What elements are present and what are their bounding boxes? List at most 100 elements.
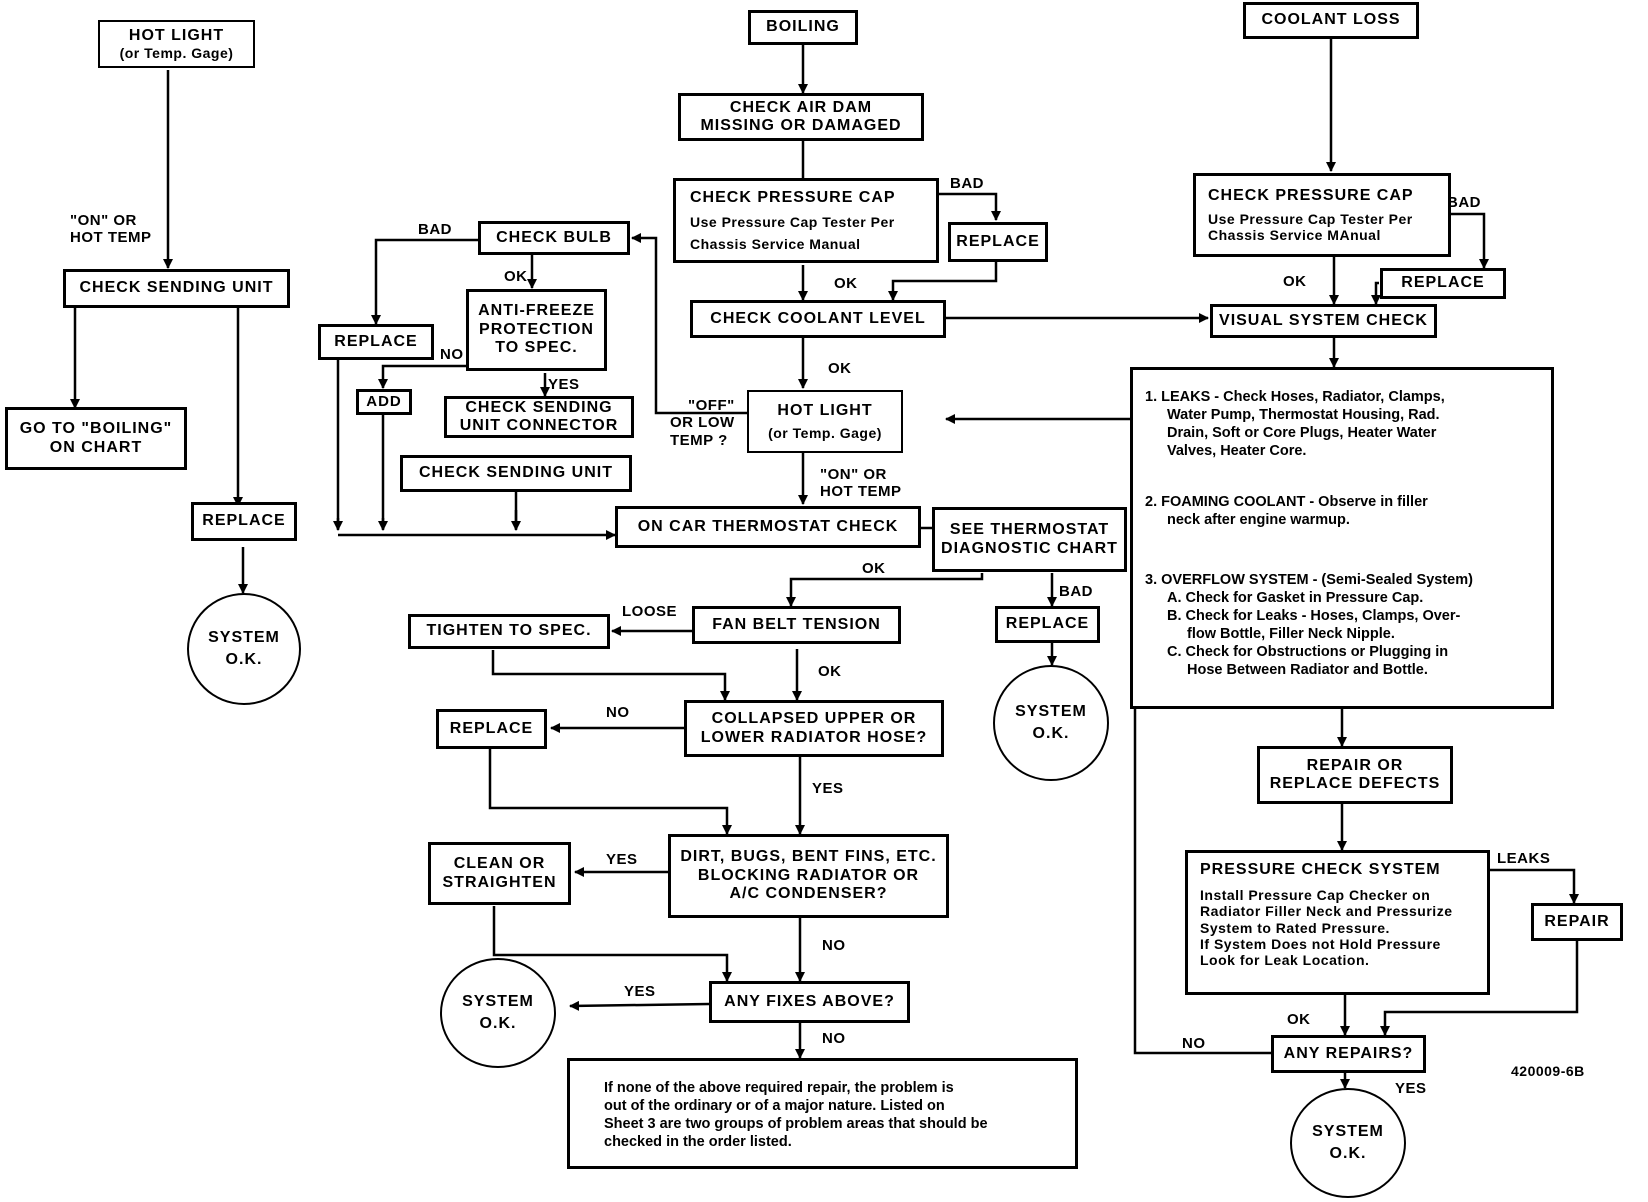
label-on-hot-temp-left-l2: HOT TEMP: [70, 229, 152, 247]
replace-bulb-box[interactable]: REPLACE: [318, 324, 434, 360]
on-car-thermostat-box[interactable]: ON CAR THERMOSTAT CHECK: [615, 506, 921, 548]
list-item3-c1: C. Check for Obstructions or Plugging in: [1167, 644, 1449, 661]
repair-box[interactable]: REPAIR: [1531, 903, 1623, 941]
check-pressure-cap-right-title: CHECK PRESSURE CAP: [1208, 186, 1414, 204]
replace-thermostat-label: REPLACE: [1005, 615, 1090, 633]
check-pressure-cap-right-box[interactable]: CHECK PRESSURE CAP Use Pressure Cap Test…: [1193, 173, 1451, 257]
list-item1-l2: Water Pump, Thermostat Housing, Rad.: [1167, 407, 1440, 424]
go-to-boiling-line1: GO TO "BOILING": [19, 420, 173, 438]
repair-or-replace-defects-box[interactable]: REPAIR OR REPLACE DEFECTS: [1257, 746, 1453, 804]
go-to-boiling-line2: ON CHART: [49, 438, 143, 456]
line-antifreeze-no: [378, 364, 468, 389]
check-sending-unit-mid-box[interactable]: CHECK SENDING UNIT: [400, 455, 632, 492]
dirt-bugs-box[interactable]: DIRT, BUGS, BENT FINS, ETC. BLOCKING RAD…: [668, 834, 949, 918]
label-yes-antifreeze: YES: [548, 376, 580, 393]
visual-system-check-box[interactable]: VISUAL SYSTEM CHECK: [1210, 304, 1437, 338]
system-ok-circle-bottom-left[interactable]: SYSTEM O.K.: [440, 958, 556, 1068]
hot-light-mid-box[interactable]: HOT LIGHT (or Temp. Gage): [747, 390, 903, 453]
check-sending-unit-left-box[interactable]: CHECK SENDING UNIT: [63, 269, 290, 308]
label-yes-fixes: YES: [624, 983, 656, 1000]
hot-light-mid-subtitle: (or Temp. Gage): [768, 425, 882, 442]
antifreeze-box[interactable]: ANTI-FREEZE PROTECTION TO SPEC.: [466, 289, 607, 371]
hot-light-mid-title: HOT LIGHT: [777, 401, 873, 419]
any-fixes-box[interactable]: ANY FIXES ABOVE?: [709, 981, 910, 1023]
label-bad-cap-mid: BAD: [950, 175, 984, 192]
replace-thermostat-box[interactable]: REPLACE: [995, 606, 1100, 643]
line-bulb-bad: [371, 238, 480, 325]
final-note-l2: out of the ordinary or of a major nature…: [604, 1098, 945, 1115]
coolant-loss-label: COOLANT LOSS: [1261, 11, 1401, 29]
check-air-dam-box[interactable]: CHECK AIR DAM MISSING OR DAMAGED: [678, 93, 924, 141]
check-sending-unit-left-label: CHECK SENDING UNIT: [79, 279, 274, 297]
label-on-hot-temp-left-l1: "ON" OR: [70, 212, 137, 229]
system-ok-circle-left[interactable]: SYSTEM O.K.: [187, 593, 301, 705]
label-no-hose: NO: [606, 704, 630, 721]
final-note-box: If none of the above required repair, th…: [567, 1058, 1078, 1169]
system-ok-left-line2: O.K.: [225, 651, 263, 668]
line-repair-to-anyrepairs: [1380, 941, 1579, 1036]
tighten-box[interactable]: TIGHTEN TO SPEC.: [408, 614, 610, 649]
replace-cap-right-box[interactable]: REPLACE: [1380, 268, 1506, 299]
check-pressure-cap-mid-line3: Chassis Service Manual: [690, 235, 861, 252]
visual-system-check-label: VISUAL SYSTEM CHECK: [1219, 311, 1428, 329]
check-sending-unit-connector-box[interactable]: CHECK SENDING UNIT CONNECTOR: [444, 396, 634, 438]
line-tighten-to-hose: [491, 650, 730, 701]
any-repairs-box[interactable]: ANY REPAIRS?: [1271, 1035, 1426, 1073]
dirt-bugs-line2: BLOCKING RADIATOR OR: [697, 866, 920, 884]
hot-light-start-box[interactable]: HOT LIGHT (or Temp. Gage): [98, 20, 255, 68]
list-item3-b2: flow Bottle, Filler Neck Nipple.: [1187, 626, 1395, 643]
label-yes-dirt: YES: [606, 851, 638, 868]
clean-straighten-box[interactable]: CLEAN OR STRAIGHTEN: [428, 842, 571, 905]
list-item3-b1: B. Check for Leaks - Hoses, Clamps, Over…: [1167, 608, 1461, 624]
line-replace-hose-to-dirt: [488, 749, 732, 835]
pressure-check-line5: Look for Leak Location.: [1200, 951, 1370, 968]
label-on-hot-temp-mid: "ON" OR HOT TEMP: [820, 466, 902, 501]
replace-sending-unit-box[interactable]: REPLACE: [191, 502, 297, 541]
label-bad-cap-right: BAD: [1447, 194, 1481, 211]
hot-light-start-title: HOT LIGHT: [128, 26, 225, 44]
collapsed-hose-box[interactable]: COLLAPSED UPPER OR LOWER RADIATOR HOSE?: [684, 700, 944, 757]
pressure-check-title: PRESSURE CHECK SYSTEM: [1200, 861, 1441, 878]
check-bulb-box[interactable]: CHECK BULB: [478, 221, 630, 255]
fan-belt-tension-box[interactable]: FAN BELT TENSION: [692, 606, 901, 644]
add-box[interactable]: ADD: [356, 389, 412, 415]
any-repairs-label: ANY REPAIRS?: [1283, 1044, 1414, 1062]
check-pressure-cap-mid-box[interactable]: CHECK PRESSURE CAP Use Pressure Cap Test…: [673, 178, 939, 263]
check-air-dam-line2: MISSING OR DAMAGED: [700, 117, 902, 134]
system-ok-circle-mid[interactable]: SYSTEM O.K.: [993, 665, 1109, 781]
fan-belt-tension-label: FAN BELT TENSION: [712, 615, 881, 633]
clean-straighten-line2: STRAIGHTEN: [442, 873, 557, 891]
pressure-check-system-box[interactable]: PRESSURE CHECK SYSTEM Install Pressure C…: [1185, 850, 1490, 995]
replace-cap-right-label: REPLACE: [1401, 274, 1485, 292]
boiling-box[interactable]: BOILING: [748, 10, 858, 45]
replace-cap-mid-box[interactable]: REPLACE: [948, 222, 1048, 262]
label-no-repairs: NO: [1182, 1035, 1206, 1052]
system-ok-circle-bottom-right[interactable]: SYSTEM O.K.: [1290, 1088, 1406, 1198]
label-no-dirt: NO: [822, 937, 846, 954]
system-ok-bottom-left-line2: O.K.: [479, 1015, 517, 1032]
check-coolant-level-label: CHECK COOLANT LEVEL: [710, 309, 926, 327]
line-cap-right-bad: [1451, 212, 1489, 269]
antifreeze-line3: TO SPEC.: [495, 339, 578, 357]
line-cap-bad: [938, 192, 1001, 221]
see-thermostat-box[interactable]: SEE THERMOSTAT DIAGNOSTIC CHART: [932, 507, 1127, 572]
line-hotlight-off-to-bulb: [631, 233, 747, 415]
replace-hose-box[interactable]: REPLACE: [436, 709, 547, 749]
check-coolant-level-box[interactable]: CHECK COOLANT LEVEL: [690, 300, 946, 338]
label-on-hot-temp-mid-l2: HOT TEMP: [820, 483, 902, 501]
line-fixes-yes: [569, 1000, 710, 1011]
coolant-loss-box[interactable]: COOLANT LOSS: [1243, 2, 1419, 39]
check-air-dam-line1: CHECK AIR DAM: [729, 98, 873, 116]
check-sending-unit-connector-line2: UNIT CONNECTOR: [459, 417, 619, 434]
label-ok-cap-right: OK: [1283, 273, 1307, 290]
repair-or-replace-defects-line1: REPAIR OR: [1306, 756, 1404, 774]
line-pressure-leaks: [1488, 868, 1579, 904]
go-to-boiling-box[interactable]: GO TO "BOILING" ON CHART: [5, 407, 187, 470]
system-ok-bottom-right-line2: O.K.: [1329, 1145, 1367, 1162]
label-no-antifreeze: NO: [440, 346, 464, 363]
check-pressure-cap-mid-line2: Use Pressure Cap Tester Per: [690, 213, 895, 230]
system-ok-mid-line1: SYSTEM: [1015, 702, 1087, 720]
line-hotlight-return: [945, 414, 1139, 1055]
system-ok-mid-line2: O.K.: [1032, 725, 1070, 742]
label-yes-repairs: YES: [1395, 1080, 1427, 1097]
